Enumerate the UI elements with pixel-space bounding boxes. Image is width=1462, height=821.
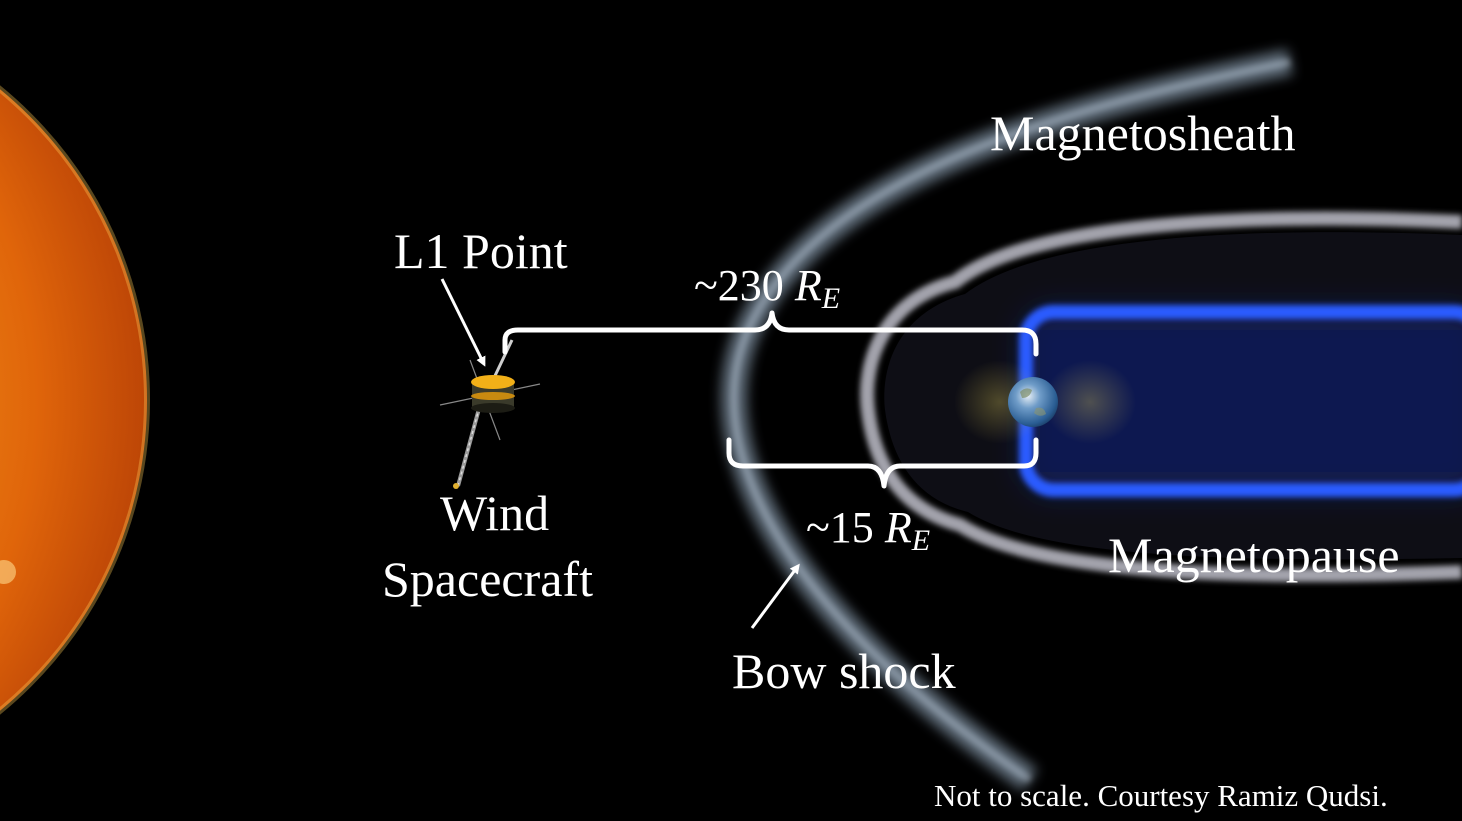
bow-shock-arrow [750,563,800,629]
credit-text: Not to scale. Courtesy Ramiz Qudsi. [934,778,1388,813]
distance-230-unit: R [794,261,822,310]
distance-15-value: ~15 [806,503,885,552]
distance-230-unit-subscript: E [821,282,841,315]
wind-label-line2: Spacecraft [382,551,593,607]
wind-label-line1: Wind [440,485,550,541]
sun-icon [0,85,150,715]
spacecraft-icon [439,339,541,489]
distance-brace-230 [502,310,1039,357]
distance-label-230: ~230 RE [694,264,840,314]
earth-icon [1008,377,1058,427]
magnetosheath-label: Magnetosheath [990,105,1296,161]
distance-15-unit: R [884,503,912,552]
distance-label-15: ~15 RE [806,506,930,556]
l1-point-label: L1 Point [394,223,568,279]
magnetopause-boundary [860,211,1462,583]
distance-brace-15 [726,437,1039,489]
distance-230-value: ~230 [694,261,795,310]
magnetopause-label: Magnetopause [1108,527,1400,583]
distance-15-unit-subscript: E [911,524,931,557]
l1-arrow [440,278,486,367]
bow-shock-label: Bow shock [732,643,956,699]
